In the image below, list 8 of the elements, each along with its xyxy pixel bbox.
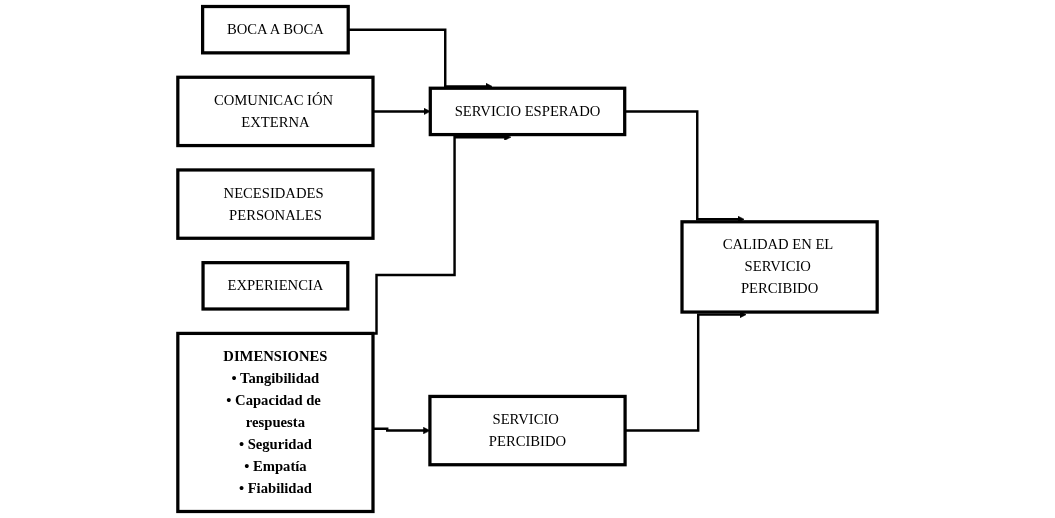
node-box: CALIDAD EN EL SERVICIO PERCIBIDO <box>680 220 879 314</box>
node-box: SERVICIO PERCIBIDO <box>428 394 627 467</box>
node-box: BOCA A BOCA <box>201 4 350 55</box>
node-box: DIMENSIONES • Tangibilidad • Capacidad de respuesta • Seguridad • Empatía • Fiabilidad <box>176 331 375 514</box>
node-box: SERVICIO ESPERADO <box>428 86 627 137</box>
node-box: EXPERIENCIA <box>201 261 350 311</box>
node-box: COMUNICAC IÓN EXTERNA <box>176 75 375 148</box>
node-box: NECESIDADES PERSONALES <box>176 168 375 240</box>
